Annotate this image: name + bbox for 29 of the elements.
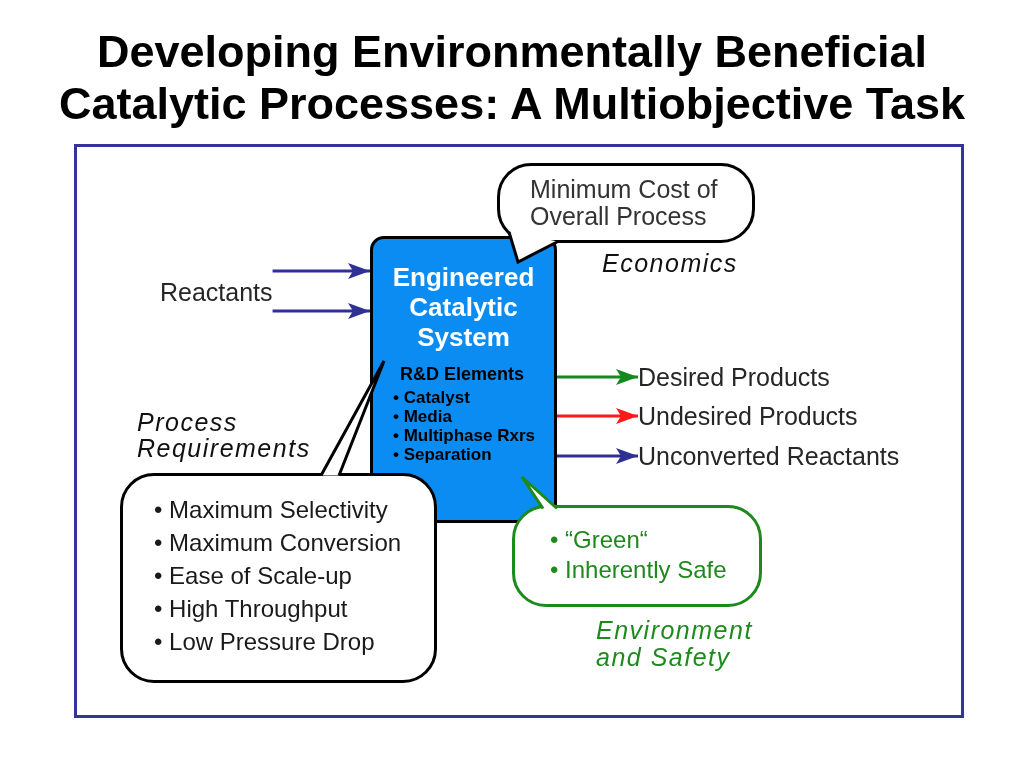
flow-label: Reactants bbox=[160, 277, 273, 307]
callout-text: Minimum Cost of Overall Process bbox=[530, 175, 719, 230]
arrow bbox=[557, 408, 638, 424]
bullet-item: • Low Pressure Drop bbox=[154, 626, 375, 657]
arrow bbox=[272, 303, 370, 319]
callout-caption: Economics bbox=[602, 249, 738, 277]
bullet-item: • Maximum Conversion bbox=[154, 527, 402, 558]
flow-label: Desired Products bbox=[638, 362, 830, 392]
box-heading: Engineered Catalytic System bbox=[391, 262, 536, 352]
bullet-item: • Ease of Scale-up bbox=[154, 560, 352, 591]
bullet-item: • “Green“ bbox=[550, 525, 648, 555]
bullet-item: • Maximum Selectivity bbox=[154, 494, 388, 525]
arrow bbox=[557, 369, 638, 385]
bullet-item: • Inherently Safe bbox=[550, 555, 727, 585]
arrow bbox=[272, 263, 370, 279]
callout-bubble bbox=[512, 505, 762, 607]
bullet-item: • Separation bbox=[393, 445, 492, 464]
callout-caption: Process Requirements bbox=[137, 409, 312, 461]
arrow bbox=[557, 448, 638, 464]
box-subheading: R&D Elements bbox=[400, 363, 525, 385]
bullet-item: • Media bbox=[393, 407, 452, 426]
flow-label: Undesired Products bbox=[638, 401, 858, 431]
callout-bubble bbox=[120, 473, 437, 683]
bullet-item: • Multiphase Rxrs bbox=[393, 426, 535, 445]
title: Developing Environmentally Beneficial Catalytic Processes: A Multiobjective Task bbox=[57, 26, 967, 130]
flow-label: Unconverted Reactants bbox=[638, 441, 900, 471]
callout-caption: Environment and Safety bbox=[596, 616, 754, 671]
bullet-item: • High Throughput bbox=[154, 593, 348, 624]
bullet-item: • Catalyst bbox=[393, 388, 470, 407]
